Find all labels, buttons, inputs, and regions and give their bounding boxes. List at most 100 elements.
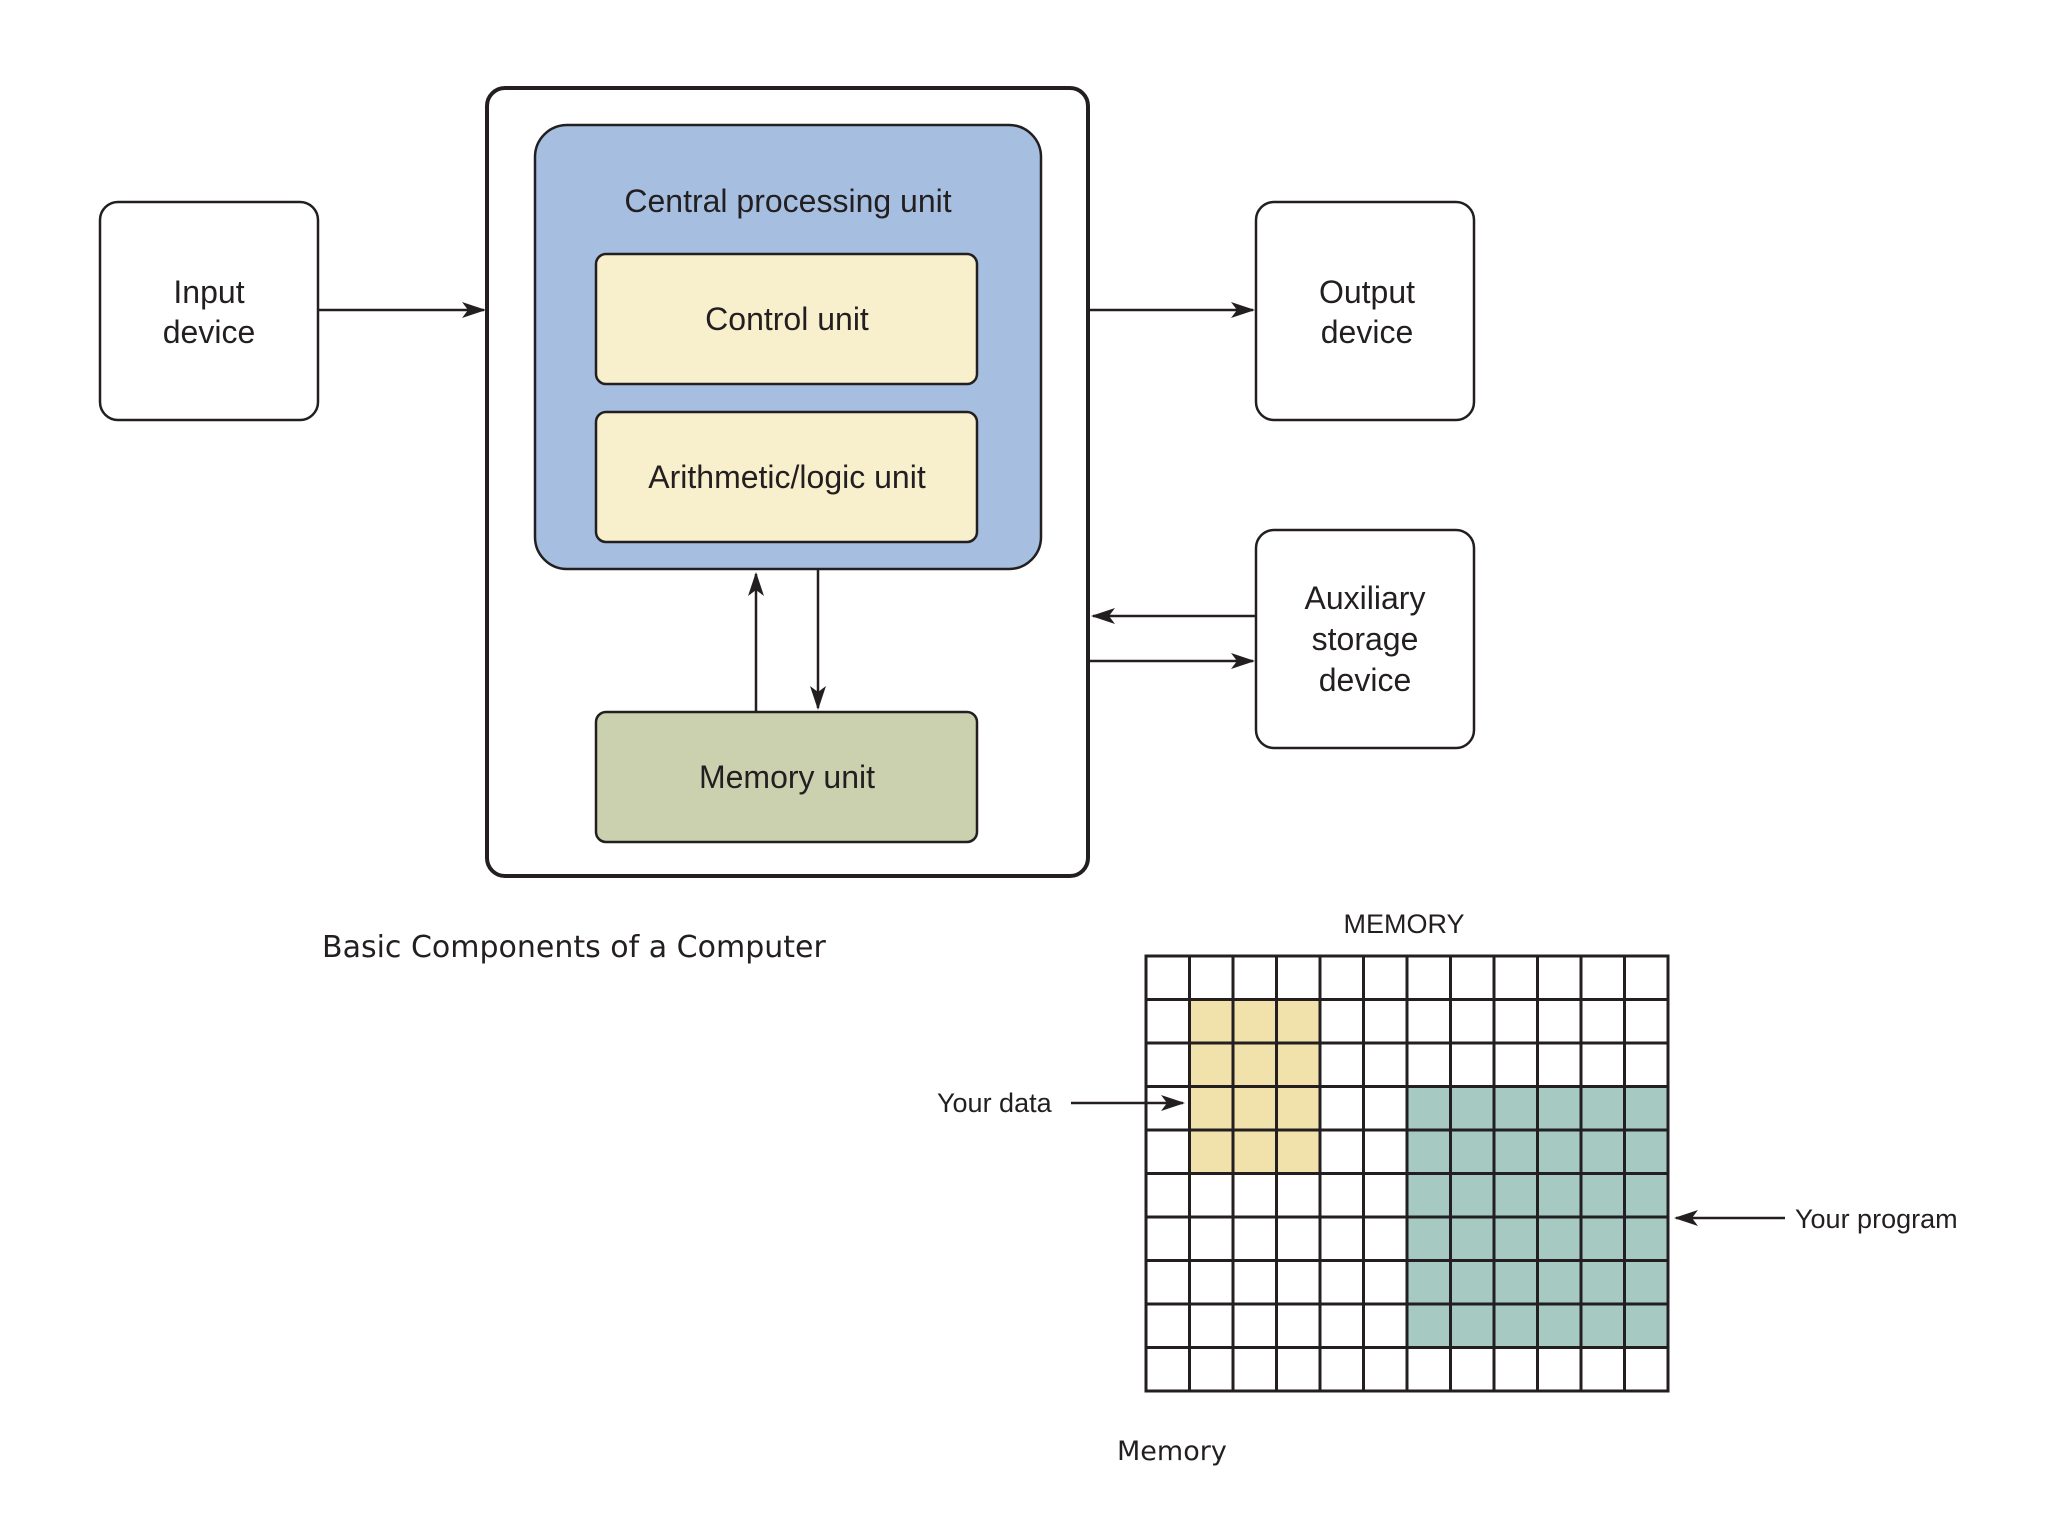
memory-cell [1231,1302,1278,1349]
memory-cell-program [1536,1259,1583,1306]
memory-cell [1318,1041,1365,1088]
alu-label: Arithmetic/logic unit [648,459,926,495]
alu-box [594,410,979,544]
memory-cell [1579,954,1626,1001]
memory-cell-data [1275,1128,1322,1175]
memory-unit-box [594,710,979,844]
auxiliary-storage-label-line3: device [1319,662,1412,698]
memory-cell-data [1231,998,1278,1045]
memory-cell [1623,954,1670,1001]
memory-cell-program [1623,1172,1670,1219]
memory-cell [1318,1215,1365,1262]
memory-cell [1318,998,1365,1045]
memory-cell-program [1449,1259,1496,1306]
memory-cell [1492,954,1539,1001]
memory-cell-program [1623,1085,1670,1132]
memory-cell [1275,1302,1322,1349]
memory-cell [1318,1259,1365,1306]
input-device-box [98,200,320,422]
output-device: Output device [1254,200,1476,422]
memory-cell [1405,1041,1452,1088]
memory-cell [1188,1215,1235,1262]
memory-cell [1144,1302,1191,1349]
output-device-label: Output [1319,274,1415,310]
memory-cell-program [1536,1128,1583,1175]
control-unit-box [594,252,979,386]
memory-cell-data [1188,1128,1235,1175]
memory-cell-data [1188,998,1235,1045]
input-device-label-line2: device [163,314,256,350]
memory-cell [1623,1346,1670,1393]
memory-cell [1405,1346,1452,1393]
memory-cell [1492,998,1539,1045]
memory-cell [1144,1172,1191,1219]
memory-cell [1492,1041,1539,1088]
memory-cell-program [1449,1302,1496,1349]
memory-grid-title: MEMORY [1343,909,1464,939]
memory-cell [1144,1085,1191,1132]
memory-cell-data [1188,1041,1235,1088]
input-device: Input device [98,200,320,422]
memory-cell [1449,1041,1496,1088]
output-device-box [1254,200,1476,422]
memory-cell-data [1275,1085,1322,1132]
memory-cell [1405,954,1452,1001]
memory-cell-program [1579,1085,1626,1132]
memory-cell [1362,998,1409,1045]
memory-cell [1362,1259,1409,1306]
output-device-label-line2: device [1321,314,1414,350]
memory-cell-program [1492,1128,1539,1175]
auxiliary-storage-label-line2: storage [1312,621,1419,657]
memory-cell [1318,1346,1365,1393]
memory-cell [1318,1085,1365,1132]
memory-cell-program [1405,1215,1452,1262]
memory-cell-data [1188,1085,1235,1132]
memory-cell [1318,1302,1365,1349]
memory-cell [1275,954,1322,1001]
your-program-label: Your program [1795,1204,1958,1234]
memory-cell-program [1623,1302,1670,1349]
memory-cell-data [1231,1041,1278,1088]
memory-cell [1362,1346,1409,1393]
memory-cell [1362,954,1409,1001]
memory-cell [1449,954,1496,1001]
memory-cell [1536,954,1583,1001]
memory-cell [1144,954,1191,1001]
memory-cell [1318,954,1365,1001]
memory-cell [1144,998,1191,1045]
auxiliary-storage-label: Auxiliary [1305,580,1426,616]
memory-cell [1449,998,1496,1045]
your-data-label: Your data [937,1088,1053,1118]
memory-cell-data [1275,998,1322,1045]
cpu-title: Central processing unit [624,183,951,219]
memory-cell [1579,998,1626,1045]
memory-cell [1188,1346,1235,1393]
memory-cell [1318,1128,1365,1175]
memory-cell [1231,1172,1278,1219]
memory-cell [1144,1215,1191,1262]
memory-cell-program [1623,1215,1670,1262]
memory-cell [1275,1259,1322,1306]
memory-cell [1188,954,1235,1001]
memory-cell [1188,1172,1235,1219]
memory-cell [1275,1346,1322,1393]
memory-cell [1231,1215,1278,1262]
memory-cell-program [1405,1128,1452,1175]
memory-cell-program [1405,1259,1452,1306]
memory-cell-program [1579,1259,1626,1306]
memory-cell [1362,1215,1409,1262]
auxiliary-storage-device: Auxiliary storage device [1254,528,1476,750]
memory-cell [1362,1041,1409,1088]
memory-cell [1623,998,1670,1045]
memory-cell-program [1536,1085,1583,1132]
memory-cell [1231,1346,1278,1393]
memory-cell-data [1231,1128,1278,1175]
memory-cell [1536,1041,1583,1088]
memory-cell-data [1231,1085,1278,1132]
memory-cell-program [1405,1302,1452,1349]
memory-cell [1144,1346,1191,1393]
auxiliary-storage-box [1254,528,1476,750]
cpu: Central processing unit Control unit Ari… [533,123,1043,571]
memory-cell [1536,1346,1583,1393]
